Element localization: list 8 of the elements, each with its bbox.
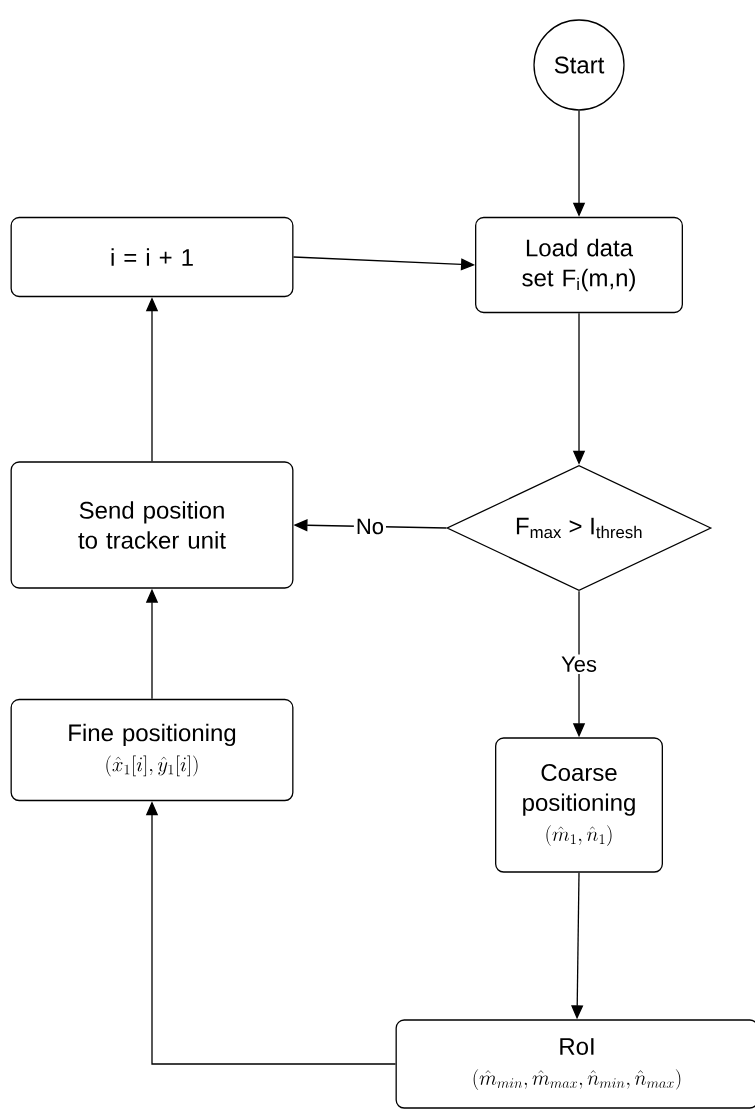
process-box: RoI $(\hat{m}_{min}, \hat{m}_{max}, \hat{n}_{min}, \hat{n}_{max})$	[395, 1019, 755, 1109]
process-box: Load data set F$_{i}$(m,n)	[475, 216, 683, 314]
edge-label: Yes	[559, 654, 599, 674]
process-box: Fine positioning $(\hat{x}_1[i], \hat{y}_1[i])$	[10, 698, 294, 802]
process-box: Coarse positioning $(\hat{m}_1, \hat{n}_1)$	[495, 737, 663, 873]
process-box: i = i + 1	[10, 216, 294, 298]
process-box: Send position to tracker unit	[10, 461, 294, 589]
edge-label: No	[353, 516, 386, 537]
